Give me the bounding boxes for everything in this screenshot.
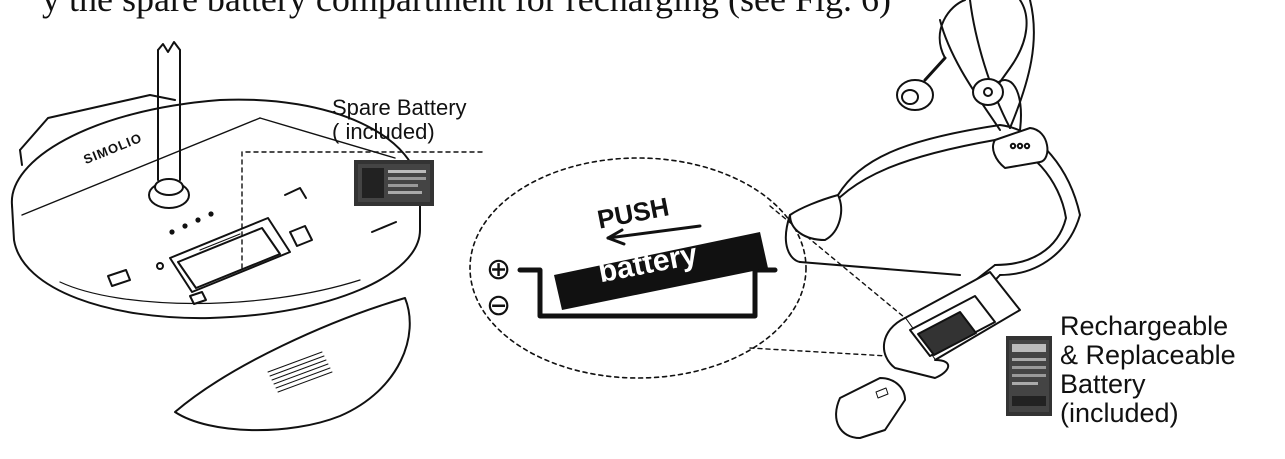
battery-bar bbox=[554, 232, 768, 310]
charging-base bbox=[10, 41, 421, 320]
spare-battery-label: Spare Battery ( included) bbox=[332, 96, 467, 144]
rechargeable-line1: Rechargeable bbox=[1060, 311, 1229, 341]
spare-battery-line1: Spare Battery bbox=[332, 95, 467, 120]
spare-battery-line2: ( included) bbox=[332, 118, 435, 144]
positive-terminal-symbol: ⊕ bbox=[486, 252, 512, 287]
zoom-callout-ellipse bbox=[469, 157, 807, 379]
battery-cover bbox=[174, 297, 411, 432]
rechargeable-line4: (included) bbox=[1060, 398, 1179, 429]
rechargeable-battery-label: Rechargeable & Replaceable Battery (incl… bbox=[1060, 311, 1236, 429]
spare-battery-thumbnail bbox=[354, 160, 434, 206]
negative-terminal-symbol: ⊖ bbox=[486, 288, 512, 323]
zoom-pointer-bottom bbox=[749, 347, 889, 357]
rechargeable-line2: & Replaceable bbox=[1060, 340, 1236, 371]
neckband-headset bbox=[784, 0, 1081, 379]
module-cover bbox=[835, 377, 906, 439]
spare-pointer-line bbox=[241, 151, 483, 269]
rechargeable-line3: Battery bbox=[1060, 369, 1146, 400]
top-cropped-caption: y the spare battery compartment for rech… bbox=[42, 0, 891, 20]
rechargeable-battery-thumbnail bbox=[1006, 336, 1052, 416]
zoom-pointer-top bbox=[769, 205, 911, 323]
battery-slot-tray bbox=[517, 267, 778, 319]
